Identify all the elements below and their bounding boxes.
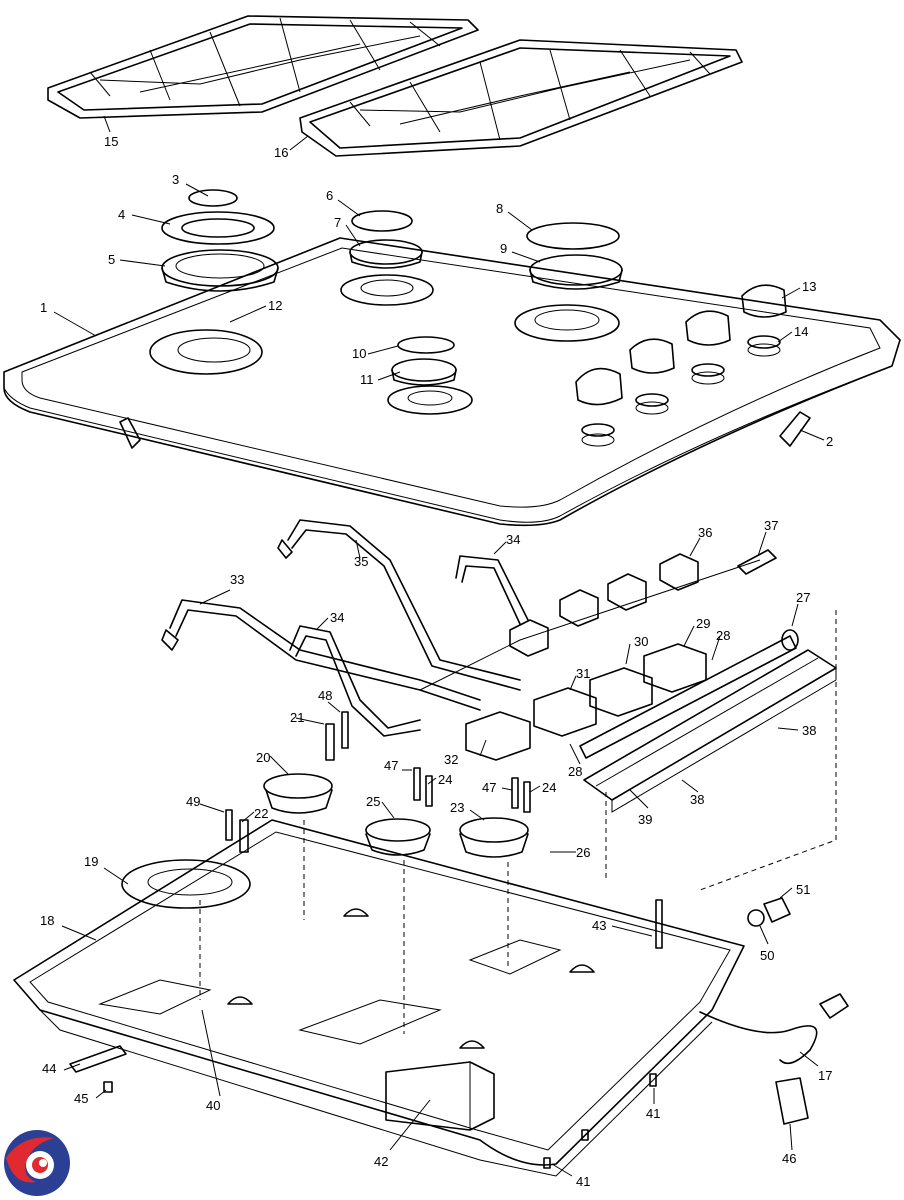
knob-bezels-14 [581, 335, 781, 447]
callout-7: 7 [334, 215, 341, 230]
callout-26: 26 [576, 845, 590, 860]
gas-fitting-46 [775, 1077, 809, 1125]
callout-47-right: 47 [482, 780, 496, 795]
callout-18: 18 [40, 913, 54, 928]
callout-20: 20 [256, 750, 270, 765]
gas-pipe-33 [161, 599, 481, 711]
callout-6: 6 [326, 188, 333, 203]
thermostat-valves-36 [419, 553, 761, 691]
callout-8: 8 [496, 201, 503, 216]
callout-24-left: 24 [438, 772, 452, 787]
callout-21: 21 [290, 710, 304, 725]
gas-pipe-35 [277, 519, 521, 691]
callout-30: 30 [634, 634, 648, 649]
callout-22: 22 [254, 806, 268, 821]
callout-34-upper: 34 [506, 532, 520, 547]
connector-37 [737, 549, 777, 575]
callout-31: 31 [576, 666, 590, 681]
callout-29: 29 [696, 616, 710, 631]
callout-34-lower: 34 [330, 610, 344, 625]
callout-28-upper: 28 [716, 628, 730, 643]
gas-pipe-34-upper [455, 555, 529, 625]
callout-19: 19 [84, 854, 98, 869]
callout-16: 16 [274, 145, 288, 160]
callout-15: 15 [104, 134, 118, 149]
callout-42: 42 [374, 1154, 388, 1169]
callout-36: 36 [698, 525, 712, 540]
callout-11: 11 [360, 372, 374, 387]
callout-13: 13 [802, 279, 816, 294]
control-knobs-13 [575, 284, 787, 406]
burner-23 [459, 817, 529, 858]
callout-25: 25 [366, 794, 380, 809]
pan-support-16 [299, 39, 743, 157]
callout-40: 40 [206, 1098, 220, 1113]
callout-39: 39 [638, 812, 652, 827]
leader-lines [53, 115, 825, 1177]
gas-pipe-34-lower [289, 625, 421, 737]
callout-23: 23 [450, 800, 464, 815]
brand-logo-icon [4, 1130, 70, 1196]
callout-44: 44 [42, 1061, 56, 1076]
callout-12: 12 [268, 298, 282, 313]
burner-head-9 [529, 254, 623, 290]
burner-ring-4 [161, 211, 275, 245]
callout-41-lower: 41 [576, 1174, 590, 1189]
feet-41 [543, 1073, 657, 1169]
burner-head-7 [349, 239, 423, 269]
callout-9: 9 [500, 241, 507, 256]
callout-3: 3 [172, 172, 179, 187]
callout-38-right: 38 [802, 723, 816, 738]
earth-terminal-43 [655, 899, 663, 949]
callout-27: 27 [796, 590, 810, 605]
gas-manifold-27 [579, 629, 799, 759]
burner-25 [365, 818, 431, 856]
burner-20 [263, 773, 333, 814]
callout-33: 33 [230, 572, 244, 587]
burner-cap-10 [397, 336, 455, 354]
cooktop-1 [3, 237, 901, 527]
callout-10: 10 [352, 346, 366, 361]
callout-50: 50 [760, 948, 774, 963]
bracket-44 [69, 1045, 127, 1073]
gas-connector-51-50 [747, 897, 791, 927]
callout-45: 45 [74, 1091, 88, 1106]
callout-5: 5 [108, 252, 115, 267]
callout-4: 4 [118, 207, 125, 222]
plug [819, 993, 849, 1019]
callout-labels: 3 4 5 1 6 7 8 9 10 11 12 13 14 15 16 2 3… [40, 134, 833, 1189]
callout-38-lower: 38 [690, 792, 704, 807]
callout-32: 32 [444, 752, 458, 767]
power-cord-17 [699, 1011, 818, 1065]
callout-51: 51 [796, 882, 810, 897]
callout-49: 49 [186, 794, 200, 809]
callout-28-lower: 28 [568, 764, 582, 779]
mounting-rail-39 [583, 649, 837, 813]
burner-cap-6 [351, 210, 413, 232]
callout-1: 1 [40, 300, 47, 315]
callout-24-right: 24 [542, 780, 556, 795]
callout-35: 35 [354, 554, 368, 569]
pan-support-15 [47, 15, 479, 119]
burner-19 [121, 859, 251, 909]
screw-45 [103, 1081, 113, 1093]
callout-14: 14 [794, 324, 808, 339]
callout-46: 46 [782, 1151, 796, 1166]
burner-cap-8 [526, 222, 620, 250]
callout-37: 37 [764, 518, 778, 533]
callout-47-left: 47 [384, 758, 398, 773]
callout-2: 2 [826, 434, 833, 449]
burner-cap-3 [188, 189, 238, 207]
callout-41-upper: 41 [646, 1106, 660, 1121]
callout-17: 17 [818, 1068, 832, 1083]
burner-head-11 [391, 358, 457, 386]
base-tray-18 [13, 819, 745, 1177]
callout-43: 43 [592, 918, 606, 933]
igniters [225, 711, 531, 853]
callout-48: 48 [318, 688, 332, 703]
